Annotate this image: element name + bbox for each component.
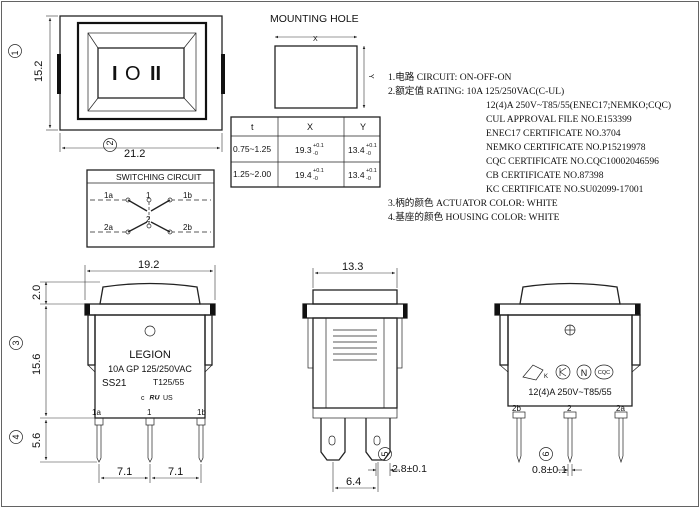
front-view: LEGION 10A GP 125/250VAC SS21 T125/55 c … — [9, 259, 216, 483]
table-row1-x-tol-up: +0.1 — [313, 143, 324, 149]
front-pitch-left: 7.1 — [117, 466, 132, 478]
side-view: 13.3 2.8±0.1 5 6.4 — [302, 261, 427, 492]
front-pitch-right: 7.1 — [168, 466, 183, 478]
front-rating: 10A GP 125/250VAC — [108, 364, 192, 374]
table-row1-x: 19.3 — [295, 145, 312, 155]
rear-rating: 12(4)A 250V~T85/55 — [528, 387, 611, 397]
front-height-dim: 15.6 — [31, 354, 43, 375]
rear-pin-thickness-dim: 0.8±0.1 — [532, 464, 567, 476]
table-row1-y-tol-dn: -0 — [366, 151, 371, 157]
spec-line-11: 4.基座的颜色 HOUSING COLOR: WHITE — [388, 211, 560, 223]
table-header-y: Y — [360, 122, 366, 132]
table-row2-t: 1.25~2.00 — [233, 169, 271, 179]
table-row2-x-tol-dn: -0 — [313, 176, 318, 182]
front-width-dim: 19.2 — [138, 259, 159, 271]
circuit-label-2a: 2a — [104, 223, 113, 232]
spec-line-9: KC CERTIFICATE NO.SU02099-17001 — [486, 184, 644, 195]
rear-cqc-mark: CQC — [598, 370, 610, 376]
spec-line-3: 12(4)A 250V~T85/55(ENEC17;NEMKO;CQC) — [486, 100, 671, 111]
table-row2-x-tol-up: +0.1 — [313, 168, 324, 174]
table-row1-y: 13.4 — [348, 145, 365, 155]
switching-circuit: SWITCHING CIRCUIT 1a 2a 1 2 1b 2b — [86, 169, 215, 248]
table-row2-y-tol-dn: -0 — [366, 176, 371, 182]
marker-5: 5 — [380, 451, 390, 456]
specifications: 1.电路 CIRCUIT: ON-OFF-ON 2.额定值 RATING: 10… — [388, 71, 671, 223]
circuit-label-1a: 1a — [104, 191, 113, 200]
cqc-mark-icon — [594, 364, 614, 380]
table-row1-t: 0.75~1.25 — [233, 144, 271, 154]
mounting-hole-title: MOUNTING HOLE — [270, 13, 359, 25]
rear-k-mark: K — [544, 374, 548, 380]
top-width-dim: 21.2 — [124, 148, 145, 160]
rear-view: K N CQC 12(4)A 250V~T85/55 2b 2 2a 0.8±0… — [494, 282, 641, 476]
mounting-hole: MOUNTING HOLE X Y — [270, 13, 374, 109]
ul-logo: ᴿᵁ — [149, 394, 160, 405]
marker-1: 1 — [10, 50, 20, 55]
spec-line-1: 1.电路 CIRCUIT: ON-OFF-ON — [388, 71, 512, 83]
side-pin-span-dim: 6.4 — [346, 476, 361, 488]
circuit-label-1b: 1b — [183, 191, 192, 200]
spec-line-7: CQC CERTIFICATE NO.CQC10002046596 — [486, 156, 659, 167]
spec-line-5: ENEC17 CERTIFICATE NO.3704 — [486, 128, 621, 139]
kc-mark-icon — [555, 364, 571, 380]
side-width-dim: 13.3 — [342, 261, 363, 273]
side-pin-width-dim: 2.8±0.1 — [392, 463, 427, 475]
top-height-dim: 15.2 — [33, 61, 45, 82]
mounting-x-label: X — [313, 36, 318, 43]
spec-line-4: CUL APPROVAL FILE NO.E153399 — [486, 114, 632, 125]
actuator-symbol-off: O — [125, 63, 141, 85]
spec-line-6: NEMKO CERTIFICATE NO.P15219978 — [486, 142, 646, 153]
circuit-label-2: 2 — [146, 215, 151, 224]
table-header-x: X — [307, 122, 313, 132]
table-row1-y-tol-up: +0.1 — [366, 143, 377, 149]
front-brand: LEGION — [129, 349, 171, 361]
front-top-dim: 2.0 — [31, 285, 43, 300]
front-ul-us: US — [163, 395, 173, 402]
mounting-y-label: Y — [367, 74, 374, 79]
actuator-symbol-on2: II — [150, 63, 161, 85]
rear-pin-2a: 2a — [616, 404, 625, 413]
front-pin-1b: 1b — [197, 408, 206, 417]
table-row1-x-tol-dn: -0 — [313, 151, 318, 157]
table-header-t: t — [251, 122, 254, 132]
front-model: SS21 — [102, 378, 127, 389]
circuit-label-1: 1 — [146, 191, 151, 200]
marker-2: 2 — [105, 140, 115, 145]
top-view: I O II 15.2 1 2 21.2 — [8, 15, 225, 160]
rear-pin-2: 2 — [567, 404, 572, 413]
front-pin-1a: 1a — [92, 408, 101, 417]
marker-3: 3 — [11, 340, 21, 345]
actuator-symbol-on1: I — [112, 63, 118, 85]
circuit-title: SWITCHING CIRCUIT — [116, 172, 201, 182]
rear-pin-2b: 2b — [512, 404, 521, 413]
table-row2-y-tol-up: +0.1 — [366, 168, 377, 174]
front-pin-1: 1 — [147, 408, 152, 417]
spec-line-8: CB CERTIFICATE NO.87398 — [486, 170, 604, 181]
spec-line-10: 3.柄的颜色 ACTUATOR COLOR: WHITE — [388, 197, 558, 209]
table-row2-x: 19.4 — [295, 170, 312, 180]
front-temp: T125/55 — [153, 377, 184, 387]
front-ul-c: c — [141, 395, 145, 402]
rear-n-mark: N — [581, 368, 588, 378]
front-pin-dim: 5.6 — [31, 433, 43, 448]
enec-mark-icon — [522, 364, 544, 381]
marker-4: 4 — [11, 434, 21, 439]
spec-line-2: 2.额定值 RATING: 10A 125/250VAC(C-UL) — [388, 85, 564, 97]
marker-6: 6 — [541, 451, 551, 456]
table-row2-y: 13.4 — [348, 170, 365, 180]
nemko-mark-icon — [576, 364, 592, 380]
circuit-label-2b: 2b — [183, 223, 192, 232]
hole-table: t X Y 0.75~1.25 19.3 +0.1 -0 13.4 +0.1 -… — [230, 116, 381, 188]
